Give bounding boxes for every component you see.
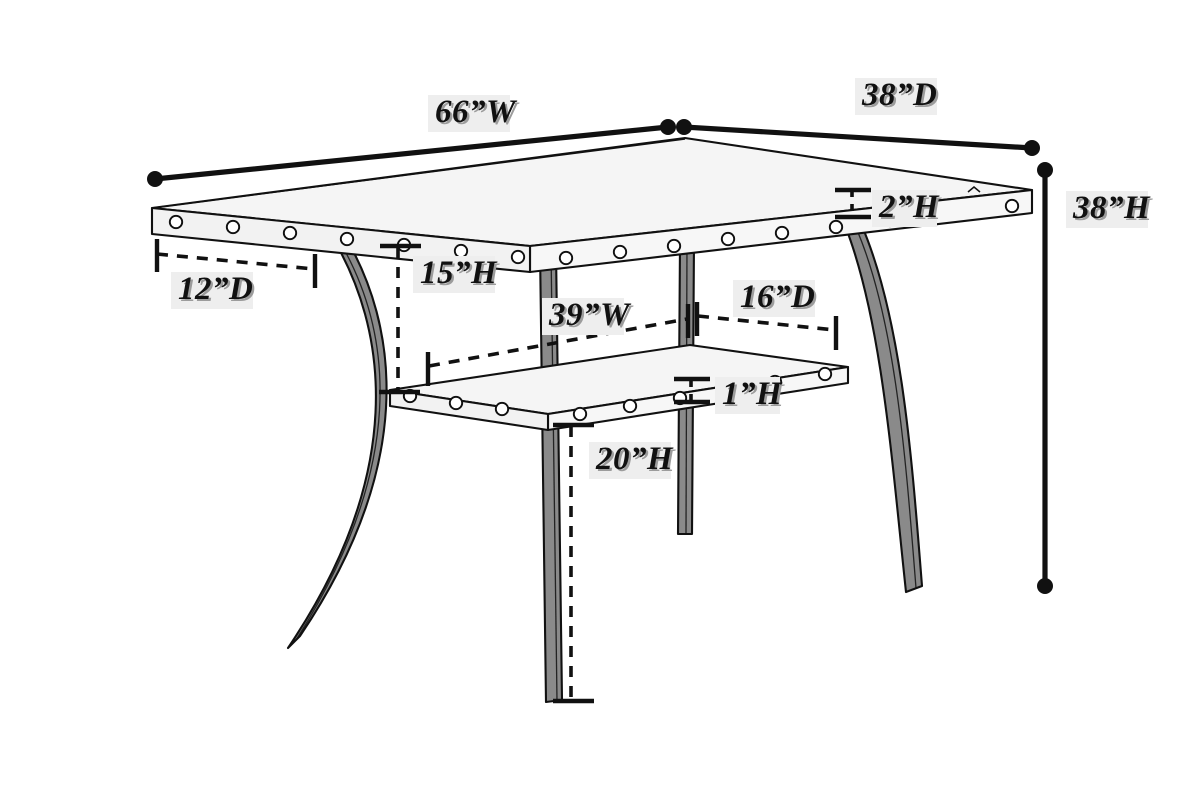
apron-depth-line bbox=[156, 252, 315, 271]
dimension-clearance-height bbox=[379, 243, 421, 395]
dimension-label-plate bbox=[733, 280, 815, 317]
dimension-label-shadow: 39”W bbox=[550, 299, 634, 335]
leg-front-left bbox=[286, 226, 388, 650]
dimension-label-text: 2”H bbox=[878, 189, 940, 225]
dimension-label-shelf-thickness: 1”H1”H bbox=[715, 376, 785, 414]
dimension-label-top-thickness: 2”H2”H bbox=[872, 189, 942, 227]
dimension-label-height-overall: 38”H38”H bbox=[1066, 190, 1153, 228]
dimension-label-plate bbox=[715, 377, 780, 414]
dimension-label-plate bbox=[542, 298, 624, 335]
width-top-end-dot bbox=[660, 119, 676, 135]
tabletop-stud bbox=[339, 231, 355, 247]
corner-nick-detail bbox=[967, 186, 981, 193]
dimension-label-text: 38”D bbox=[861, 77, 937, 113]
dimension-label-text: 15”H bbox=[420, 255, 498, 291]
tabletop-stud bbox=[666, 238, 682, 254]
dimension-label-shadow: 66”W bbox=[437, 96, 520, 132]
tabletop-stud bbox=[720, 231, 736, 247]
dimension-label-shelf-height: 20”H20”H bbox=[589, 441, 676, 479]
dimension-label-shadow: 1”H bbox=[724, 378, 785, 414]
dimension-width-top bbox=[147, 119, 676, 187]
width-top-start-dot bbox=[147, 171, 163, 187]
dimension-label-plate bbox=[413, 256, 495, 293]
shelf-width-line bbox=[428, 317, 688, 368]
dimension-shelf-width bbox=[425, 304, 691, 386]
dimension-label-width-top: 66”W66”W bbox=[428, 94, 520, 132]
leg-front-left-highlight bbox=[295, 231, 381, 641]
width-top-line bbox=[152, 124, 671, 182]
tabletop-stud bbox=[774, 225, 790, 241]
dimension-label-shadow: 38”H bbox=[1074, 192, 1153, 228]
shelf-stud bbox=[817, 366, 833, 382]
dimension-shelf-depth bbox=[694, 302, 839, 350]
dimension-label-shadow: 15”H bbox=[422, 257, 500, 293]
tabletop-stud bbox=[282, 225, 298, 241]
dimension-label-text: 16”D bbox=[740, 279, 815, 315]
dimension-label-text: 1”H bbox=[722, 376, 783, 412]
shelf-front-edge bbox=[388, 388, 550, 432]
dimension-label-text: 39”W bbox=[548, 297, 632, 333]
depth-top-line bbox=[681, 124, 1035, 151]
tabletop-back-highlight bbox=[151, 138, 686, 209]
shelf-stud bbox=[622, 398, 638, 414]
shelf-stud bbox=[448, 395, 464, 411]
dimension-label-shadow: 16”D bbox=[742, 281, 817, 317]
dimension-label-plate bbox=[1066, 191, 1148, 228]
dimension-label-shadow: 2”H bbox=[880, 191, 942, 227]
tabletop-stud bbox=[558, 250, 574, 266]
dimension-label-depth-top: 38”D38”D bbox=[855, 77, 939, 115]
dimension-label-text: 38”H bbox=[1072, 190, 1151, 226]
height-overall-bottom-dot bbox=[1037, 578, 1053, 594]
dimension-label-plate bbox=[171, 272, 253, 309]
tabletop-stud bbox=[168, 214, 184, 230]
tabletop-stud bbox=[612, 244, 628, 260]
dimension-shelf-thickness bbox=[674, 376, 710, 405]
dimension-label-clearance-height: 15”H15”H bbox=[413, 255, 500, 293]
dimension-annotations bbox=[147, 119, 1053, 704]
tabletop-stud bbox=[510, 249, 526, 265]
dimension-label-text: 20”H bbox=[595, 441, 674, 477]
dimension-label-shelf-depth: 16”D16”D bbox=[733, 279, 817, 317]
dimension-label-text: 66”W bbox=[435, 94, 518, 130]
leg-back-right-highlight bbox=[856, 229, 917, 589]
dimension-label-plate bbox=[428, 95, 510, 132]
dimension-top-thickness bbox=[835, 187, 871, 220]
dimension-depth-top bbox=[676, 119, 1040, 156]
dimension-label-plate bbox=[589, 442, 671, 479]
dimension-label-text: 12”D bbox=[178, 271, 253, 307]
dimension-apron-depth bbox=[154, 239, 318, 288]
dimension-label-shadow: 20”H bbox=[597, 443, 676, 479]
dimension-label-plate bbox=[855, 78, 937, 115]
dimension-shelf-height bbox=[553, 422, 594, 704]
height-overall-top-dot bbox=[1037, 162, 1053, 178]
dimension-height-overall bbox=[1037, 162, 1053, 594]
shelf-stud bbox=[494, 401, 510, 417]
shelf-stud bbox=[572, 406, 588, 422]
dimension-label-shadow: 12”D bbox=[180, 273, 255, 309]
tabletop-stud bbox=[1004, 198, 1020, 214]
dimension-label-shadow: 38”D bbox=[863, 79, 939, 115]
dimension-label-shelf-width: 39”W39”W bbox=[542, 297, 634, 335]
shelf-depth-line bbox=[697, 314, 836, 332]
tabletop-stud bbox=[225, 219, 241, 235]
depth-top-start-dot bbox=[676, 119, 692, 135]
dimension-labels: 66”W66”W 38”D38”D 38”H38”H 12”D12”D 15”H15”H… bbox=[171, 77, 1153, 479]
depth-top-end-dot bbox=[1024, 140, 1040, 156]
dimension-label-plate bbox=[872, 190, 937, 227]
leg-back-right bbox=[844, 224, 924, 594]
tabletop-stud-row bbox=[168, 198, 1020, 266]
tabletop-stud bbox=[828, 219, 844, 235]
dimension-label-apron-depth-left: 12”D12”D bbox=[171, 271, 255, 309]
